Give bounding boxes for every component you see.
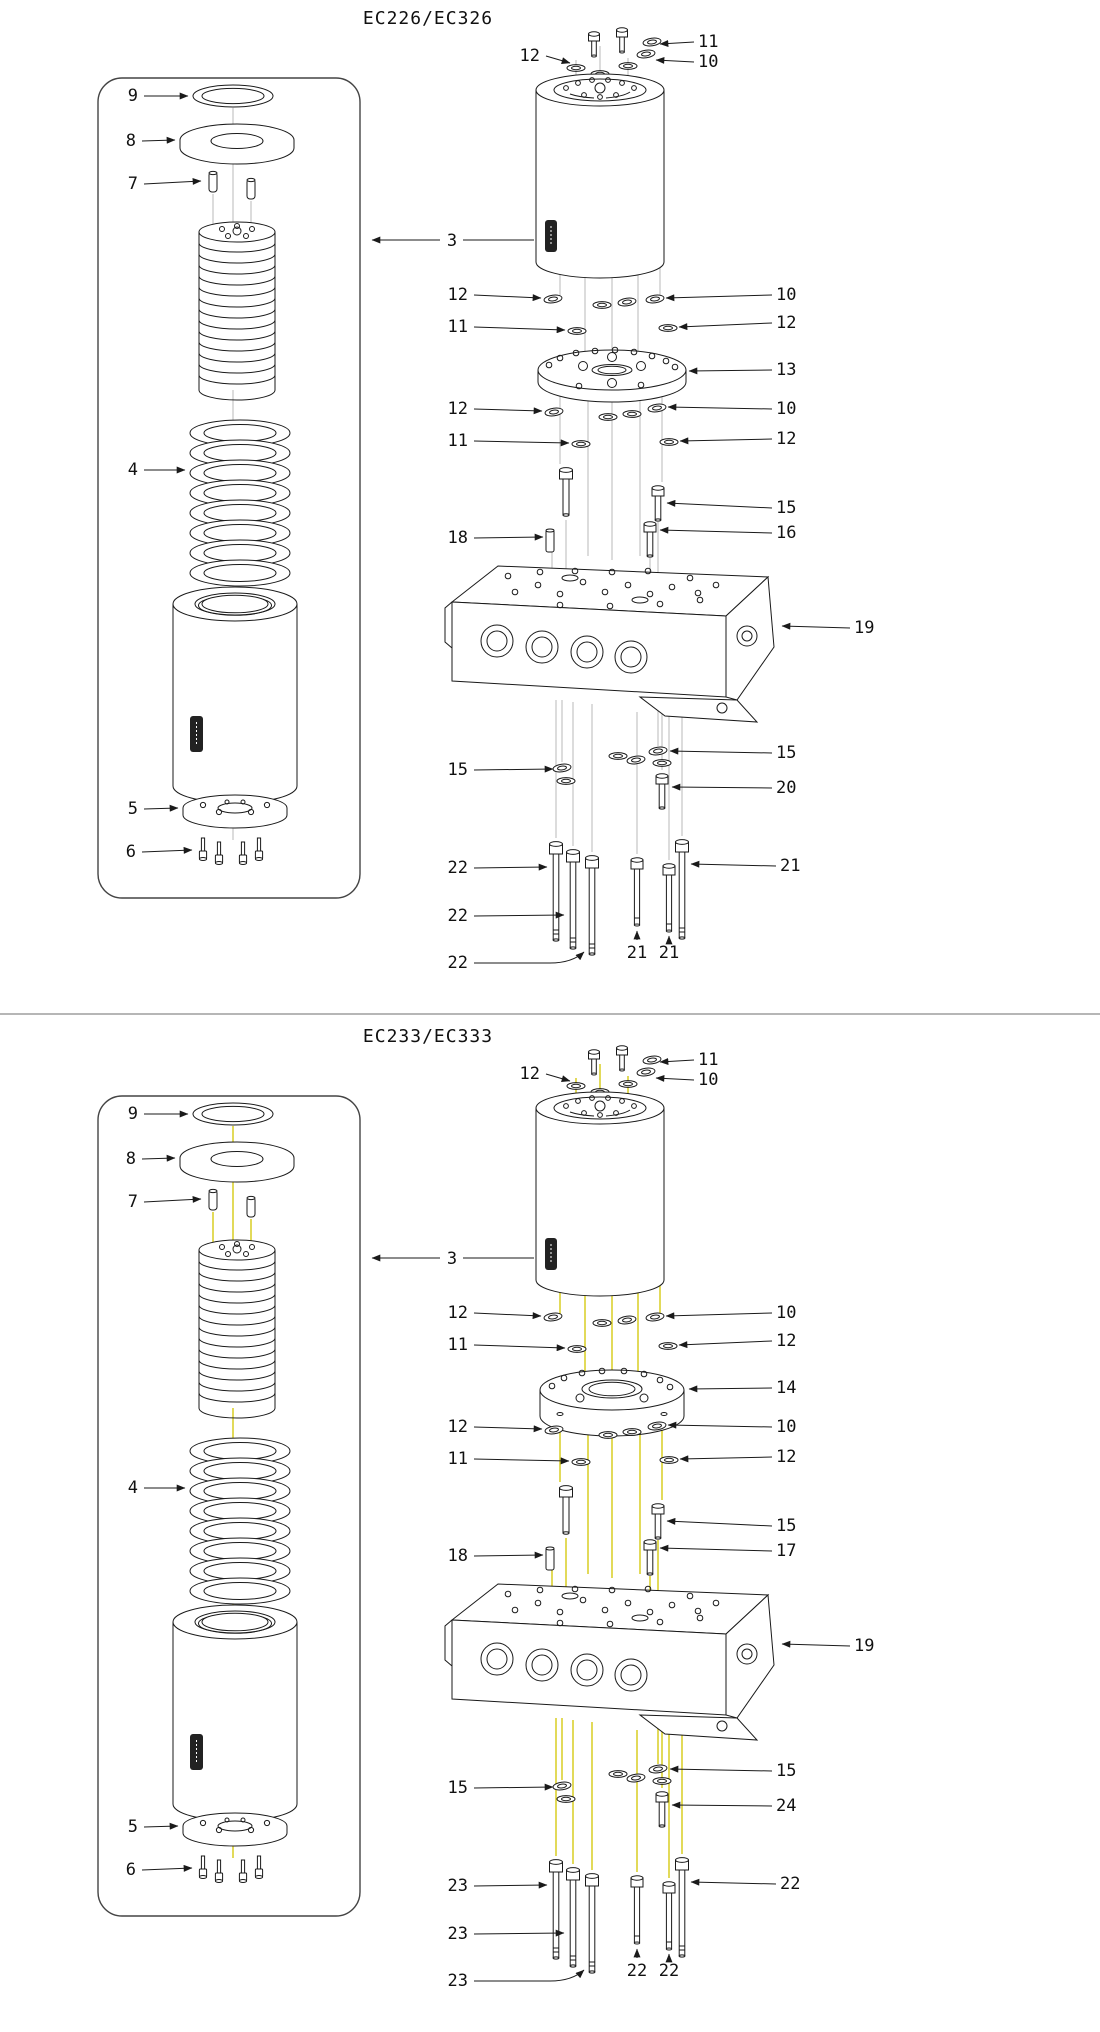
callout-6: 6 [126, 1860, 136, 1880]
callout-labels: 9 8 7 4 5 6 12 11 10 3 12 11 10 12 14 12… [126, 1050, 875, 1991]
callout-screw-b2: 22 [659, 1961, 679, 1981]
callout-10-b: 10 [776, 399, 796, 419]
callout-12-a2: 12 [776, 1331, 796, 1351]
callout-plate: 14 [776, 1378, 796, 1398]
callout-9: 9 [128, 1104, 138, 1124]
callout-10-a: 10 [776, 285, 796, 305]
callout-11-top: 11 [698, 32, 718, 52]
callout-7: 7 [128, 174, 138, 194]
callout-5: 5 [128, 799, 138, 819]
callout-12-top: 12 [520, 1064, 540, 1084]
callout-11-b: 11 [448, 431, 468, 451]
callout-11-a: 11 [448, 317, 468, 337]
motor-subassembly-box [98, 1096, 360, 1916]
callout-screw-b1: 22 [627, 1961, 647, 1981]
callout-12-a: 12 [448, 285, 468, 305]
callout-12-a: 12 [448, 1303, 468, 1323]
callout-screw-l2: 22 [448, 906, 468, 926]
callout-4: 4 [128, 1478, 138, 1498]
callout-18: 18 [448, 528, 468, 548]
diagram-ec233-ec333: EC233/EC333 9 8 7 4 5 6 12 11 10 3 12 11… [98, 1026, 874, 1991]
callout-3: 3 [447, 231, 457, 251]
callout-12-b: 12 [448, 399, 468, 419]
right-exploded-assembly [372, 1046, 850, 1981]
callout-screw-l1: 23 [448, 1876, 468, 1896]
callout-15-r2: 15 [776, 743, 796, 763]
callout-8: 8 [126, 1149, 136, 1169]
callout-15-r: 15 [776, 498, 796, 518]
callout-17: 17 [776, 1541, 796, 1561]
callout-screw-l3: 23 [448, 1971, 468, 1991]
callout-screw-b1: 21 [627, 943, 647, 963]
diagram-ec226-ec326: EC226/EC326 9 8 7 4 5 6 12 11 10 3 12 11… [98, 8, 874, 973]
callout-screw-r1: 22 [780, 1874, 800, 1894]
callout-screw-b2: 21 [659, 943, 679, 963]
callout-11-top: 11 [698, 1050, 718, 1070]
callout-labels: 9 8 7 4 5 6 12 11 10 3 12 11 10 12 13 12… [126, 32, 875, 973]
callout-7: 7 [128, 1192, 138, 1212]
callout-19: 19 [854, 1636, 874, 1656]
callout-screw-l3: 22 [448, 953, 468, 973]
callout-12-top: 12 [520, 46, 540, 66]
callout-12-a2: 12 [776, 313, 796, 333]
callout-24: 24 [776, 1796, 796, 1816]
callout-plate: 13 [776, 360, 796, 380]
callout-10-top: 10 [698, 52, 718, 72]
callout-15-r: 15 [776, 1516, 796, 1536]
callout-20: 20 [776, 778, 796, 798]
callout-16: 16 [776, 523, 796, 543]
coupling-plate-13 [537, 346, 687, 403]
callout-11-a: 11 [448, 1335, 468, 1355]
callout-10-top: 10 [698, 1070, 718, 1090]
callout-10-b: 10 [776, 1417, 796, 1437]
callout-3: 3 [447, 1249, 457, 1269]
section-title: EC226/EC326 [363, 8, 493, 29]
callout-10-a: 10 [776, 1303, 796, 1323]
motor-subassembly-box [98, 78, 360, 898]
callout-12-b: 12 [448, 1417, 468, 1437]
callout-screw-r1: 21 [780, 856, 800, 876]
callout-11-b: 11 [448, 1449, 468, 1469]
callout-5: 5 [128, 1817, 138, 1837]
callout-6: 6 [126, 842, 136, 862]
callout-15-l: 15 [448, 760, 468, 780]
callout-18: 18 [448, 1546, 468, 1566]
callout-screw-l2: 23 [448, 1924, 468, 1944]
callout-19: 19 [854, 618, 874, 638]
callout-12-b2: 12 [776, 1447, 796, 1467]
callout-15-r2: 15 [776, 1761, 796, 1781]
callout-9: 9 [128, 86, 138, 106]
callout-screw-l1: 22 [448, 858, 468, 878]
callout-8: 8 [126, 131, 136, 151]
callout-12-b2: 12 [776, 429, 796, 449]
callout-15-l: 15 [448, 1778, 468, 1798]
section-title: EC233/EC333 [363, 1026, 493, 1047]
right-exploded-assembly [372, 28, 850, 963]
callout-4: 4 [128, 460, 138, 480]
